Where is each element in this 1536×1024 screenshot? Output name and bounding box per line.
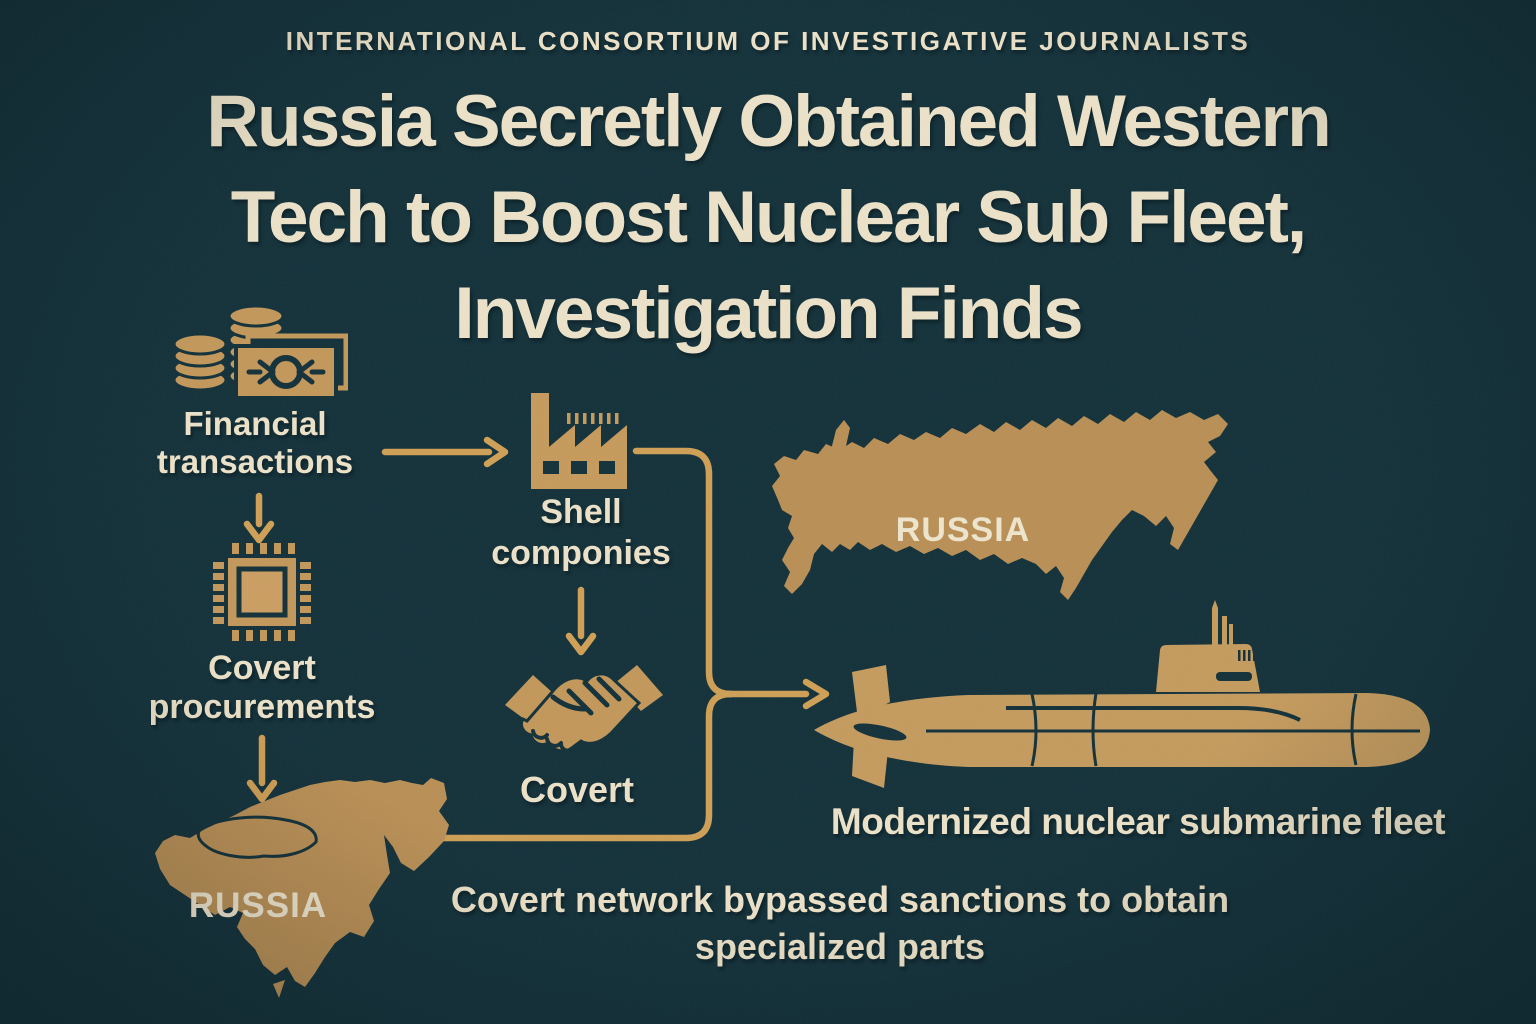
- periscope-mast: [1212, 600, 1218, 648]
- coin-stack-left: [172, 332, 228, 392]
- offshore-island: [273, 980, 285, 998]
- russia-map-label: RUSSIA: [895, 511, 1031, 549]
- submarine-label: Modernized nuclear submarine fleet: [830, 801, 1446, 842]
- banknote: [234, 333, 348, 400]
- sail-window: [1216, 672, 1252, 681]
- caption: Covert network bypassed sanctions to obt…: [450, 879, 1230, 967]
- factory-icon: [531, 393, 627, 489]
- financial-label: Financial transactions: [156, 405, 354, 480]
- shell-label: Shell componies: [491, 493, 671, 572]
- microchip-icon: [213, 543, 311, 641]
- origin-map-label: RUSSIA: [188, 886, 328, 925]
- procurements-label: Covert procurements: [148, 649, 376, 726]
- handshake-label: Covert: [519, 769, 635, 810]
- submarine-illustration: [814, 600, 1430, 788]
- handshake-icon: [505, 665, 663, 753]
- coins-and-banknote-icon: [172, 304, 348, 400]
